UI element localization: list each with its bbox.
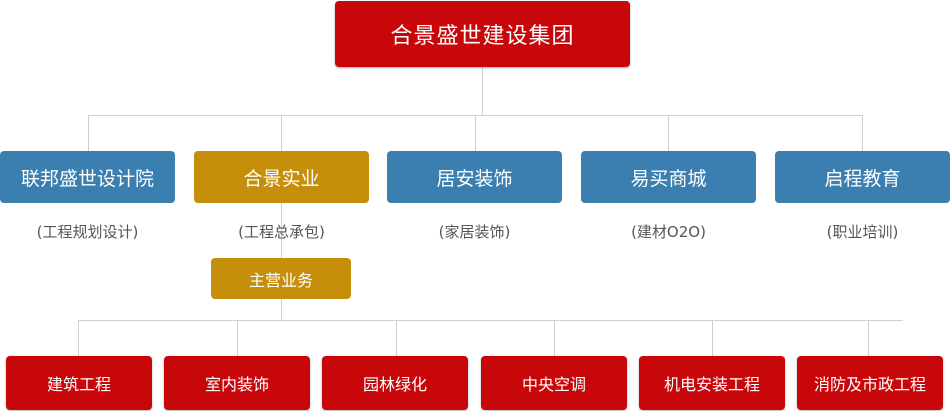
division-note-mall: (建材O2O) xyxy=(631,223,706,241)
division-node-industry: 合景实业 xyxy=(194,151,369,203)
division-name: 合景实业 xyxy=(243,167,320,190)
connector-business-3 xyxy=(396,320,397,356)
division-node-education: 启程教育 xyxy=(775,151,950,203)
connector-business-2 xyxy=(237,320,238,356)
root-node: 合景盛世建设集团 xyxy=(335,1,630,67)
business-node-mep: 机电安装工程 xyxy=(639,356,785,410)
connector-division-5 xyxy=(862,115,863,151)
division-note-industry: (工程总承包) xyxy=(238,223,325,241)
business-label: 机电安装工程 xyxy=(663,375,760,394)
connector-division-2 xyxy=(281,115,282,151)
connector-division-4 xyxy=(668,115,669,151)
division-name: 启程教育 xyxy=(824,167,901,190)
division-node-design-institute: 联邦盛世设计院 xyxy=(0,151,175,203)
business-node-interior: 室内装饰 xyxy=(164,356,310,410)
business-node-landscape: 园林绿化 xyxy=(322,356,468,410)
business-label: 建筑工程 xyxy=(46,375,111,394)
division-name: 居安装饰 xyxy=(436,167,513,190)
business-label: 消防及市政工程 xyxy=(813,375,926,394)
connector-business-4 xyxy=(554,320,555,356)
connector-business-5 xyxy=(712,320,713,356)
connector-business-6 xyxy=(868,320,869,356)
division-node-decoration: 居安装饰 xyxy=(387,151,562,203)
connector-division-1 xyxy=(88,115,89,151)
division-node-mall: 易买商城 xyxy=(581,151,756,203)
connector-division-3 xyxy=(475,115,476,151)
business-node-construction: 建筑工程 xyxy=(6,356,152,410)
business-label: 室内装饰 xyxy=(204,375,269,394)
main-business-label: 主营业务 xyxy=(248,270,313,290)
connector-main-business-up xyxy=(281,203,282,258)
connector-main-business-down xyxy=(281,299,282,320)
division-note-design-institute: (工程规划设计) xyxy=(36,223,139,241)
connector-root-vertical xyxy=(482,67,483,115)
division-note-decoration: (家居装饰) xyxy=(438,223,511,241)
business-label: 中央空调 xyxy=(521,375,586,394)
root-title: 合景盛世建设集团 xyxy=(390,24,575,49)
division-name: 易买商城 xyxy=(630,167,707,190)
connector-level2-horizontal xyxy=(78,320,903,321)
main-business-node: 主营业务 xyxy=(211,258,351,299)
business-node-hvac: 中央空调 xyxy=(481,356,627,410)
connector-business-1 xyxy=(78,320,79,356)
division-name: 联邦盛世设计院 xyxy=(20,167,154,190)
business-node-fire-municipal: 消防及市政工程 xyxy=(797,356,943,410)
division-note-education: (职业培训) xyxy=(826,223,899,241)
business-label: 园林绿化 xyxy=(362,375,427,394)
